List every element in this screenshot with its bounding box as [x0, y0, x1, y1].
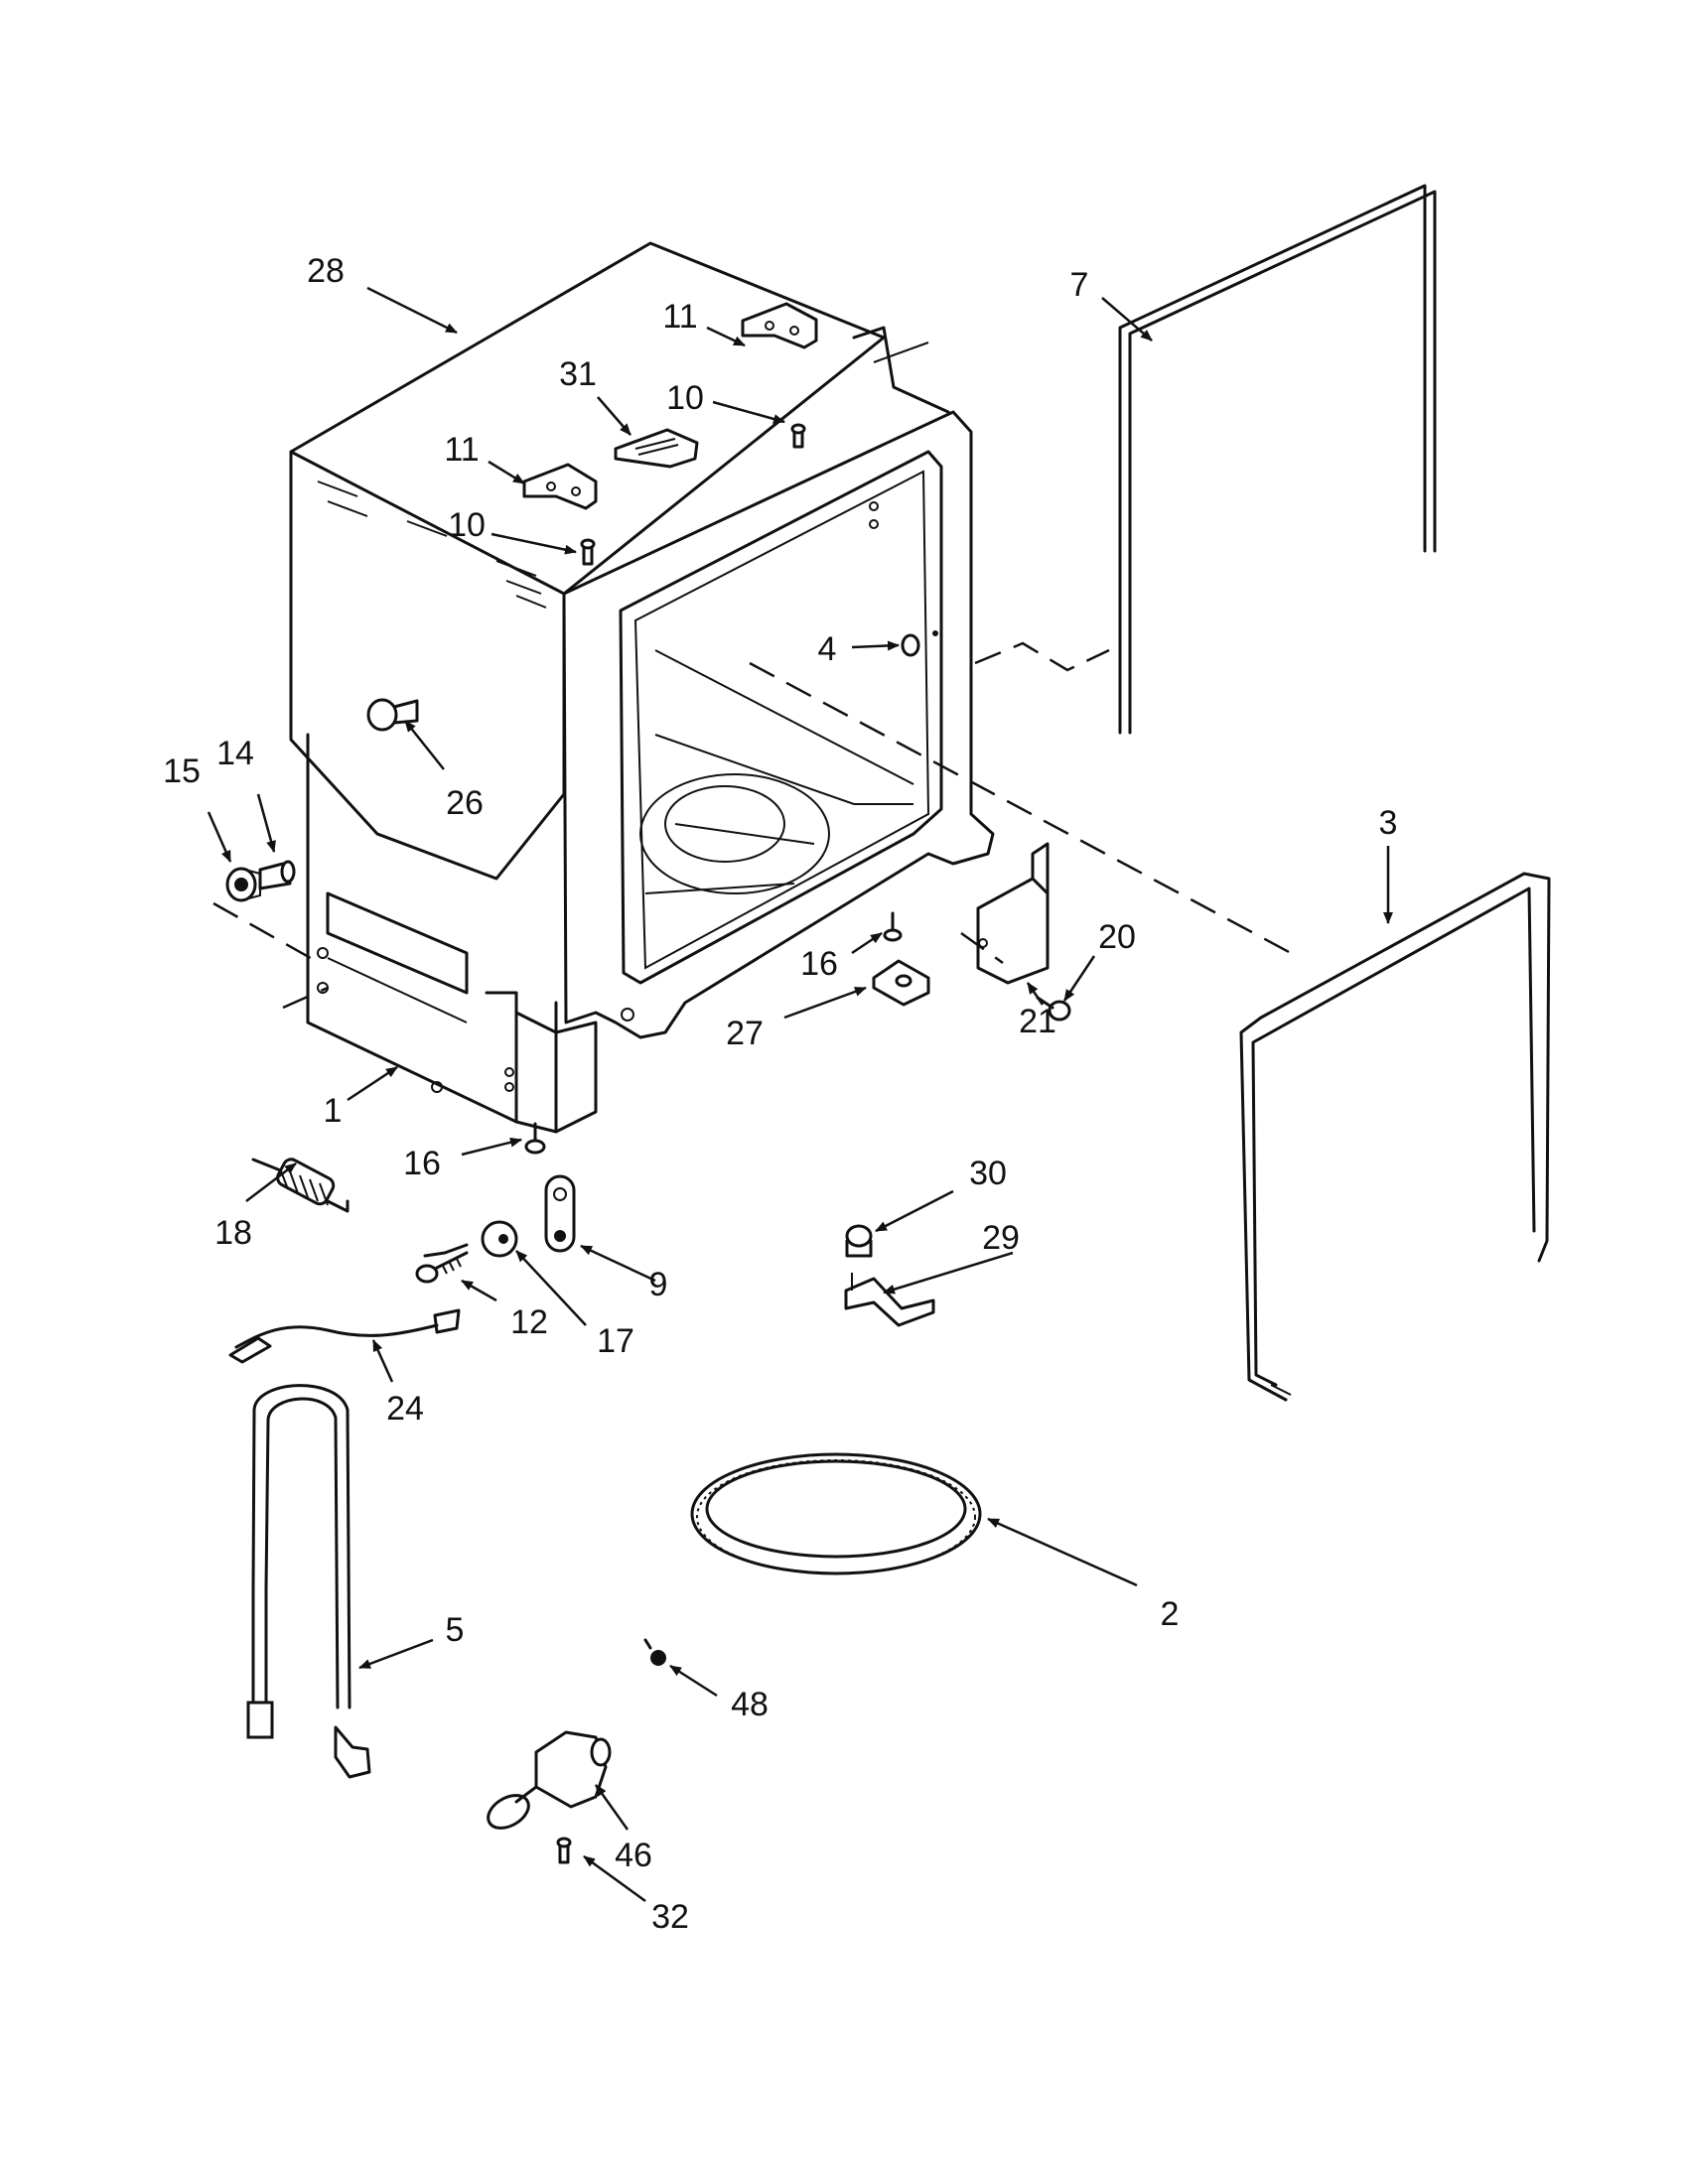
callout-1: 1: [324, 1092, 343, 1130]
callout-27: 27: [726, 1015, 764, 1052]
callout-16-upper: 16: [800, 945, 838, 983]
gasket-7: [974, 184, 1437, 735]
callout-48: 48: [731, 1686, 769, 1723]
callout-3: 3: [1379, 804, 1398, 842]
nut-48: [643, 1638, 666, 1666]
callout-18: 18: [214, 1214, 252, 1252]
screw-10-left: [580, 538, 596, 566]
guide-line-15: [212, 901, 317, 963]
screw-14: [258, 860, 296, 890]
callout-15: 15: [163, 752, 201, 790]
vent-31: [614, 428, 699, 469]
ring-gasket-2: [690, 1452, 982, 1575]
guide-line-1: [282, 986, 329, 1010]
clip-27: [872, 959, 930, 1007]
ground-wire-24: [228, 1308, 461, 1364]
callout-28: 28: [307, 252, 345, 290]
valve-46: [487, 1730, 612, 1830]
bumper-4: [901, 630, 938, 657]
callout-labels: 28 11 31 10 11 10 7 4 26 15 14 3 20 16 2…: [163, 252, 1397, 1936]
callout-11-right: 11: [662, 298, 697, 336]
callout-32: 32: [651, 1898, 689, 1936]
callout-5: 5: [446, 1611, 465, 1649]
callout-20: 20: [1098, 918, 1136, 956]
guide-line-21: [960, 931, 1004, 965]
leader-arrows: [207, 286, 1393, 1903]
callout-31: 31: [559, 355, 597, 393]
callout-29: 29: [982, 1219, 1020, 1257]
guide-line-frame: [749, 661, 1292, 955]
callout-10-left: 10: [448, 506, 486, 544]
tub-assembly: [289, 241, 995, 1134]
callout-11-left: 11: [444, 431, 479, 469]
callout-9: 9: [649, 1266, 668, 1303]
callout-10-right: 10: [666, 379, 704, 417]
hose-5: [246, 1384, 371, 1779]
callout-2: 2: [1161, 1595, 1180, 1633]
callout-14: 14: [216, 735, 254, 772]
roller-17: [481, 1220, 518, 1258]
bolt-12: [415, 1243, 469, 1284]
callout-17: 17: [597, 1322, 634, 1360]
callout-12: 12: [510, 1303, 548, 1341]
callout-24: 24: [386, 1390, 424, 1428]
callout-46: 46: [615, 1837, 652, 1874]
screw-20: [1036, 996, 1071, 1022]
callout-21: 21: [1019, 1003, 1056, 1040]
screw-10-right: [790, 423, 806, 449]
hinge-bracket-right: [741, 302, 818, 349]
callout-7: 7: [1070, 266, 1089, 304]
leveling-foot-16-upper: [883, 911, 903, 942]
screw-32: [556, 1837, 572, 1864]
switch-30: [845, 1224, 873, 1258]
leveling-foot-16-lower: [524, 1122, 546, 1155]
nut-15: [225, 867, 261, 902]
hinge-bracket-left: [522, 463, 598, 510]
callout-4: 4: [818, 630, 837, 668]
link-9: [544, 1174, 576, 1253]
bracket-21: [976, 842, 1050, 985]
callout-30: 30: [969, 1155, 1007, 1192]
callout-26: 26: [446, 784, 484, 822]
gasket-3: [1239, 872, 1551, 1402]
callout-16-lower: 16: [403, 1145, 441, 1182]
